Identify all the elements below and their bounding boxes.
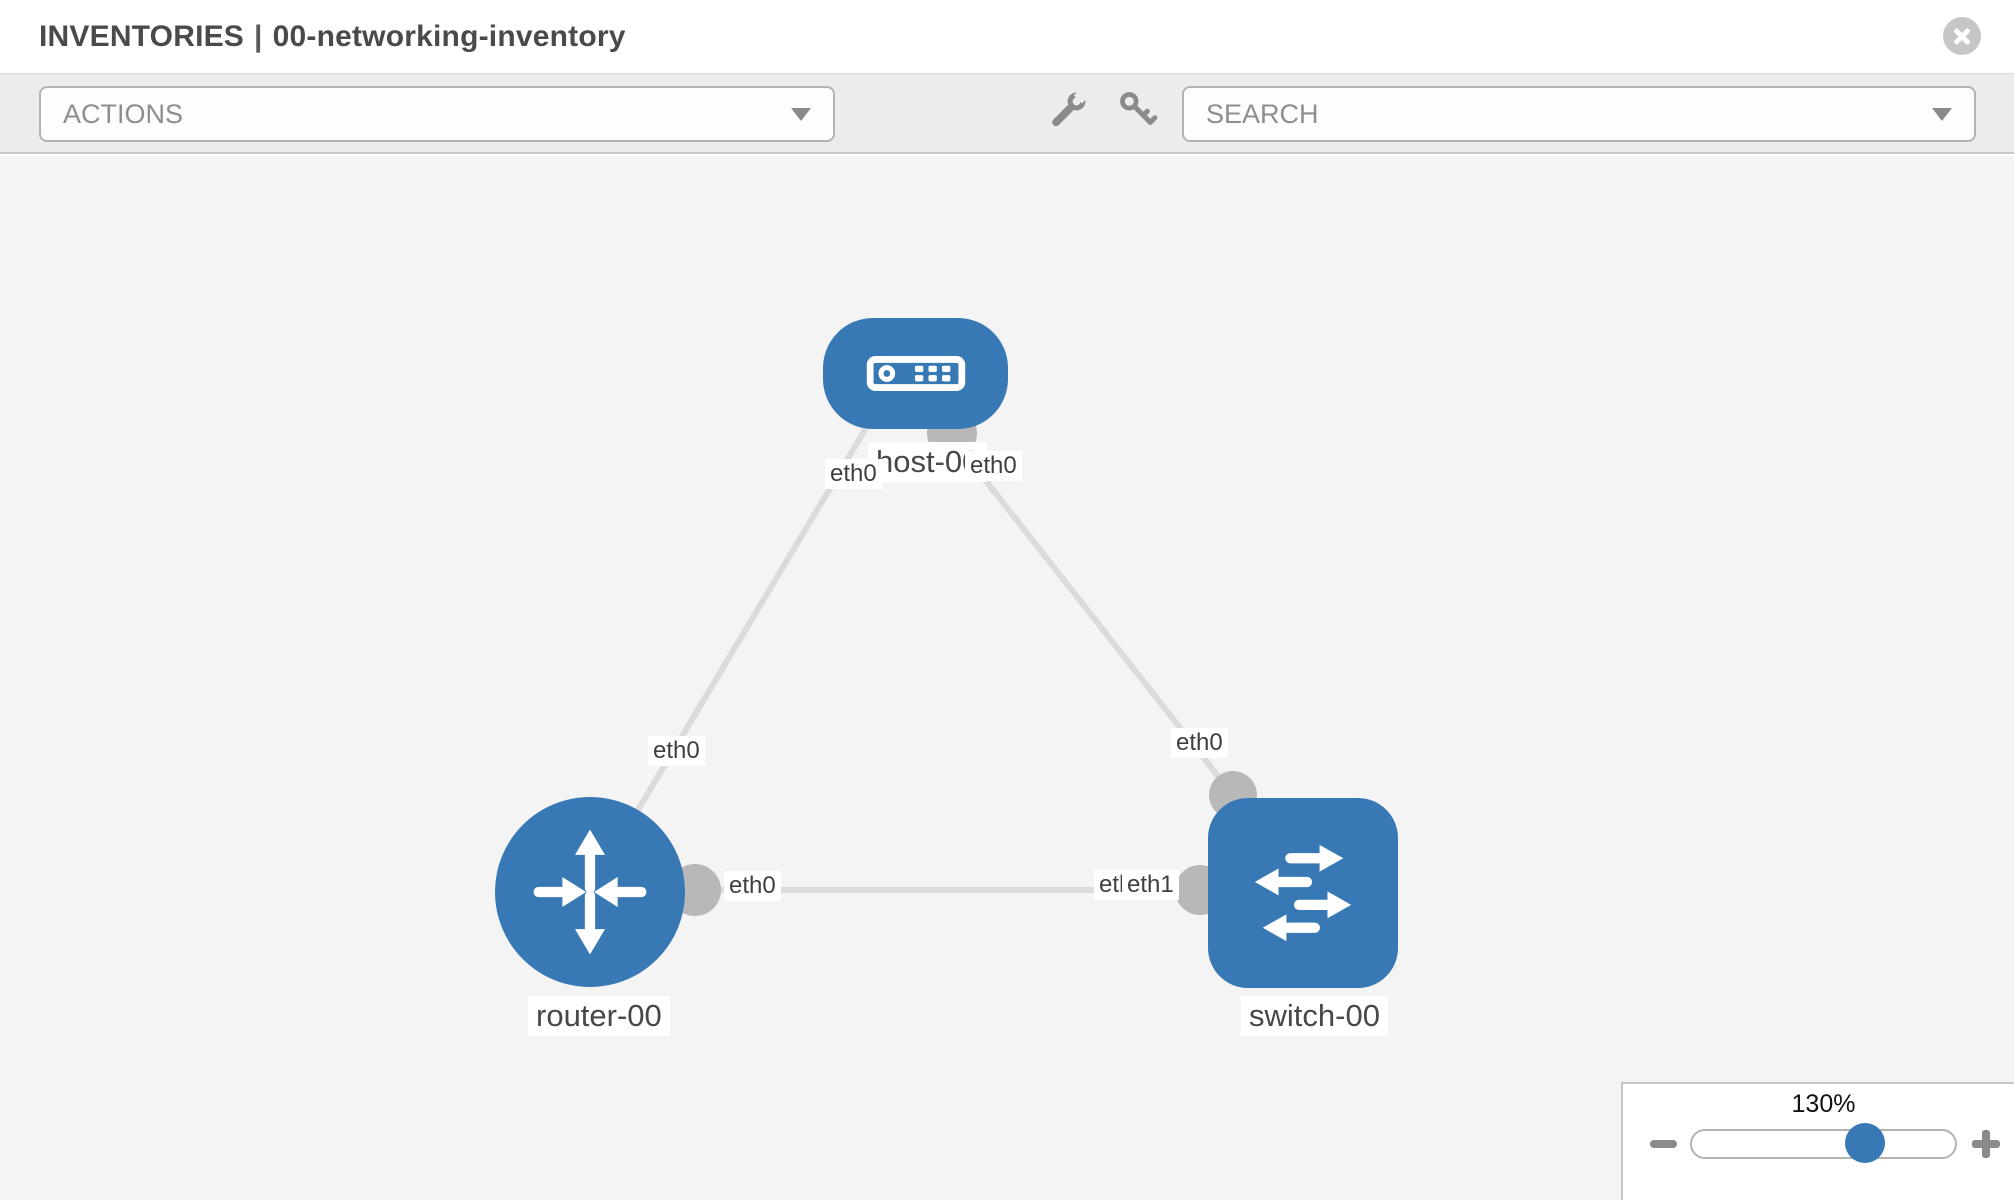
inventory-name: 00-networking-inventory [272,20,626,53]
interface-label-router-eth0: eth0 [724,871,781,901]
search-dropdown-label: SEARCH [1206,99,1319,129]
actions-dropdown-label: ACTIONS [63,99,184,129]
zoom-slider-handle[interactable] [1845,1123,1885,1163]
zoom-slider[interactable] [1690,1123,1957,1163]
search-dropdown[interactable]: SEARCH [1182,86,1976,142]
host-icon [866,356,965,391]
toolbar: ACTIONS SEARCH [0,73,2014,154]
node-label-switch-00: switch-00 [1241,996,1388,1036]
router-icon [533,829,647,955]
link-layer [604,408,1257,916]
title-separator: | [254,20,263,53]
chevron-down-icon [791,108,811,121]
zoom-in-button[interactable] [1982,1130,1990,1158]
interface-label-switch-eth1: eth1 [1122,870,1179,900]
interface-label-switch-eth0: eth0 [1171,728,1228,758]
topology-canvas[interactable]: host-00 router-00 switch-00 eth0 eth0 et… [0,156,2014,1200]
switch-icon [1254,844,1352,942]
interface-label-router-eth0-top: eth0 [648,736,705,766]
chevron-down-icon [1932,108,1952,121]
zoom-panel: 130% [1621,1082,2014,1200]
interface-label-host-eth0-right: eth0 [965,451,1022,481]
node-switch-00[interactable] [1208,798,1398,988]
node-label-router-00: router-00 [528,996,670,1036]
page-title: INVENTORIES | 00-networking-inventory [39,0,626,73]
interface-label-host-eth0-left: eth0 [825,459,882,489]
key-icon[interactable] [1116,88,1158,130]
node-router-00[interactable] [495,797,685,987]
page-header: INVENTORIES | 00-networking-inventory [0,0,2014,73]
zoom-out-button[interactable] [1650,1140,1677,1148]
node-host-00[interactable] [823,318,1008,429]
close-button[interactable] [1943,17,1981,55]
actions-dropdown[interactable]: ACTIONS [39,86,835,142]
zoom-level: 130% [1791,1090,1856,1118]
breadcrumb-section: INVENTORIES [39,20,245,53]
wrench-icon[interactable] [1048,88,1090,130]
